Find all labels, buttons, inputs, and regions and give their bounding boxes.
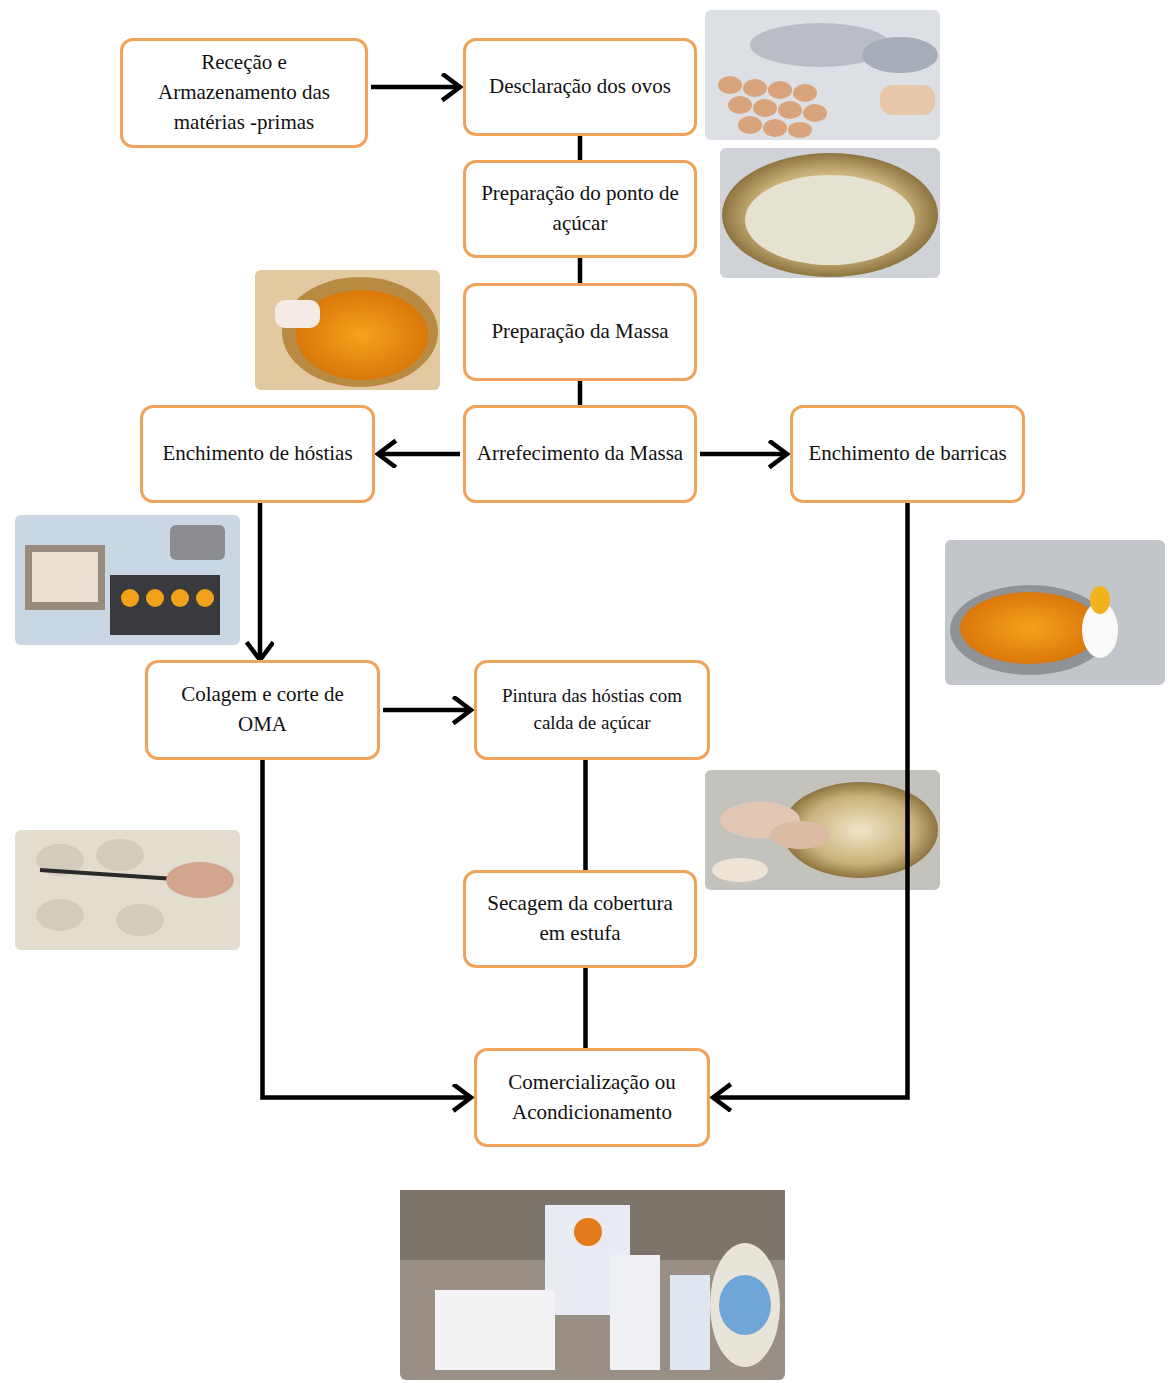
- process-box: Comercialização ou Acondicionamento: [474, 1048, 710, 1147]
- box-label: Preparação do ponto de açúcar: [476, 179, 684, 239]
- flow-connector: [713, 503, 908, 1098]
- box-label: Preparação da Massa: [491, 317, 668, 347]
- packaging-photo: [400, 1190, 785, 1380]
- painting-photo: [705, 770, 940, 890]
- cutting-photo: [15, 830, 240, 950]
- flow-connector: [583, 968, 588, 1048]
- box-label: Secagem da cobertura em estufa: [476, 889, 684, 949]
- box-label: Arrefecimento da Massa: [477, 439, 683, 469]
- process-box: Colagem e corte de OMA: [145, 660, 380, 760]
- box-label: Comercialização ou Acondicionamento: [487, 1068, 697, 1128]
- flow-connector: [378, 452, 460, 457]
- box-label: Receção e Armazenamento das matérias -pr…: [133, 48, 355, 137]
- flow-connector: [578, 136, 583, 160]
- process-box: Preparação do ponto de açúcar: [463, 160, 697, 258]
- process-box: Arrefecimento da Massa: [463, 405, 697, 503]
- process-box: Enchimento de hóstias: [140, 405, 375, 503]
- box-label: Desclaração dos ovos: [489, 72, 671, 102]
- flow-connector: [383, 708, 471, 713]
- eggs-photo: [705, 10, 940, 140]
- process-box: Desclaração dos ovos: [463, 38, 697, 136]
- box-label: Pintura das hóstias com calda de açúcar: [487, 683, 697, 737]
- process-box: Secagem da cobertura em estufa: [463, 870, 697, 968]
- process-box: Receção e Armazenamento das matérias -pr…: [120, 38, 368, 148]
- process-box: Pintura das hóstias com calda de açúcar: [474, 660, 710, 760]
- process-box: Preparação da Massa: [463, 283, 697, 381]
- flow-connector: [583, 760, 588, 870]
- box-label: Enchimento de hóstias: [162, 439, 352, 469]
- flow-connector: [371, 85, 460, 90]
- flow-connector: [578, 258, 583, 283]
- box-label: Enchimento de barricas: [808, 439, 1006, 469]
- box-label: Colagem e corte de OMA: [158, 680, 367, 740]
- filling-barrels-photo: [945, 540, 1165, 685]
- process-box: Enchimento de barricas: [790, 405, 1025, 503]
- sugar-pot-photo: [720, 148, 940, 278]
- flow-connector: [258, 503, 263, 660]
- filling-wafers-photo: [15, 515, 240, 645]
- flow-connector: [578, 381, 583, 405]
- flow-connector: [700, 452, 787, 457]
- flow-connector: [263, 760, 472, 1098]
- mixing-photo: [255, 270, 440, 390]
